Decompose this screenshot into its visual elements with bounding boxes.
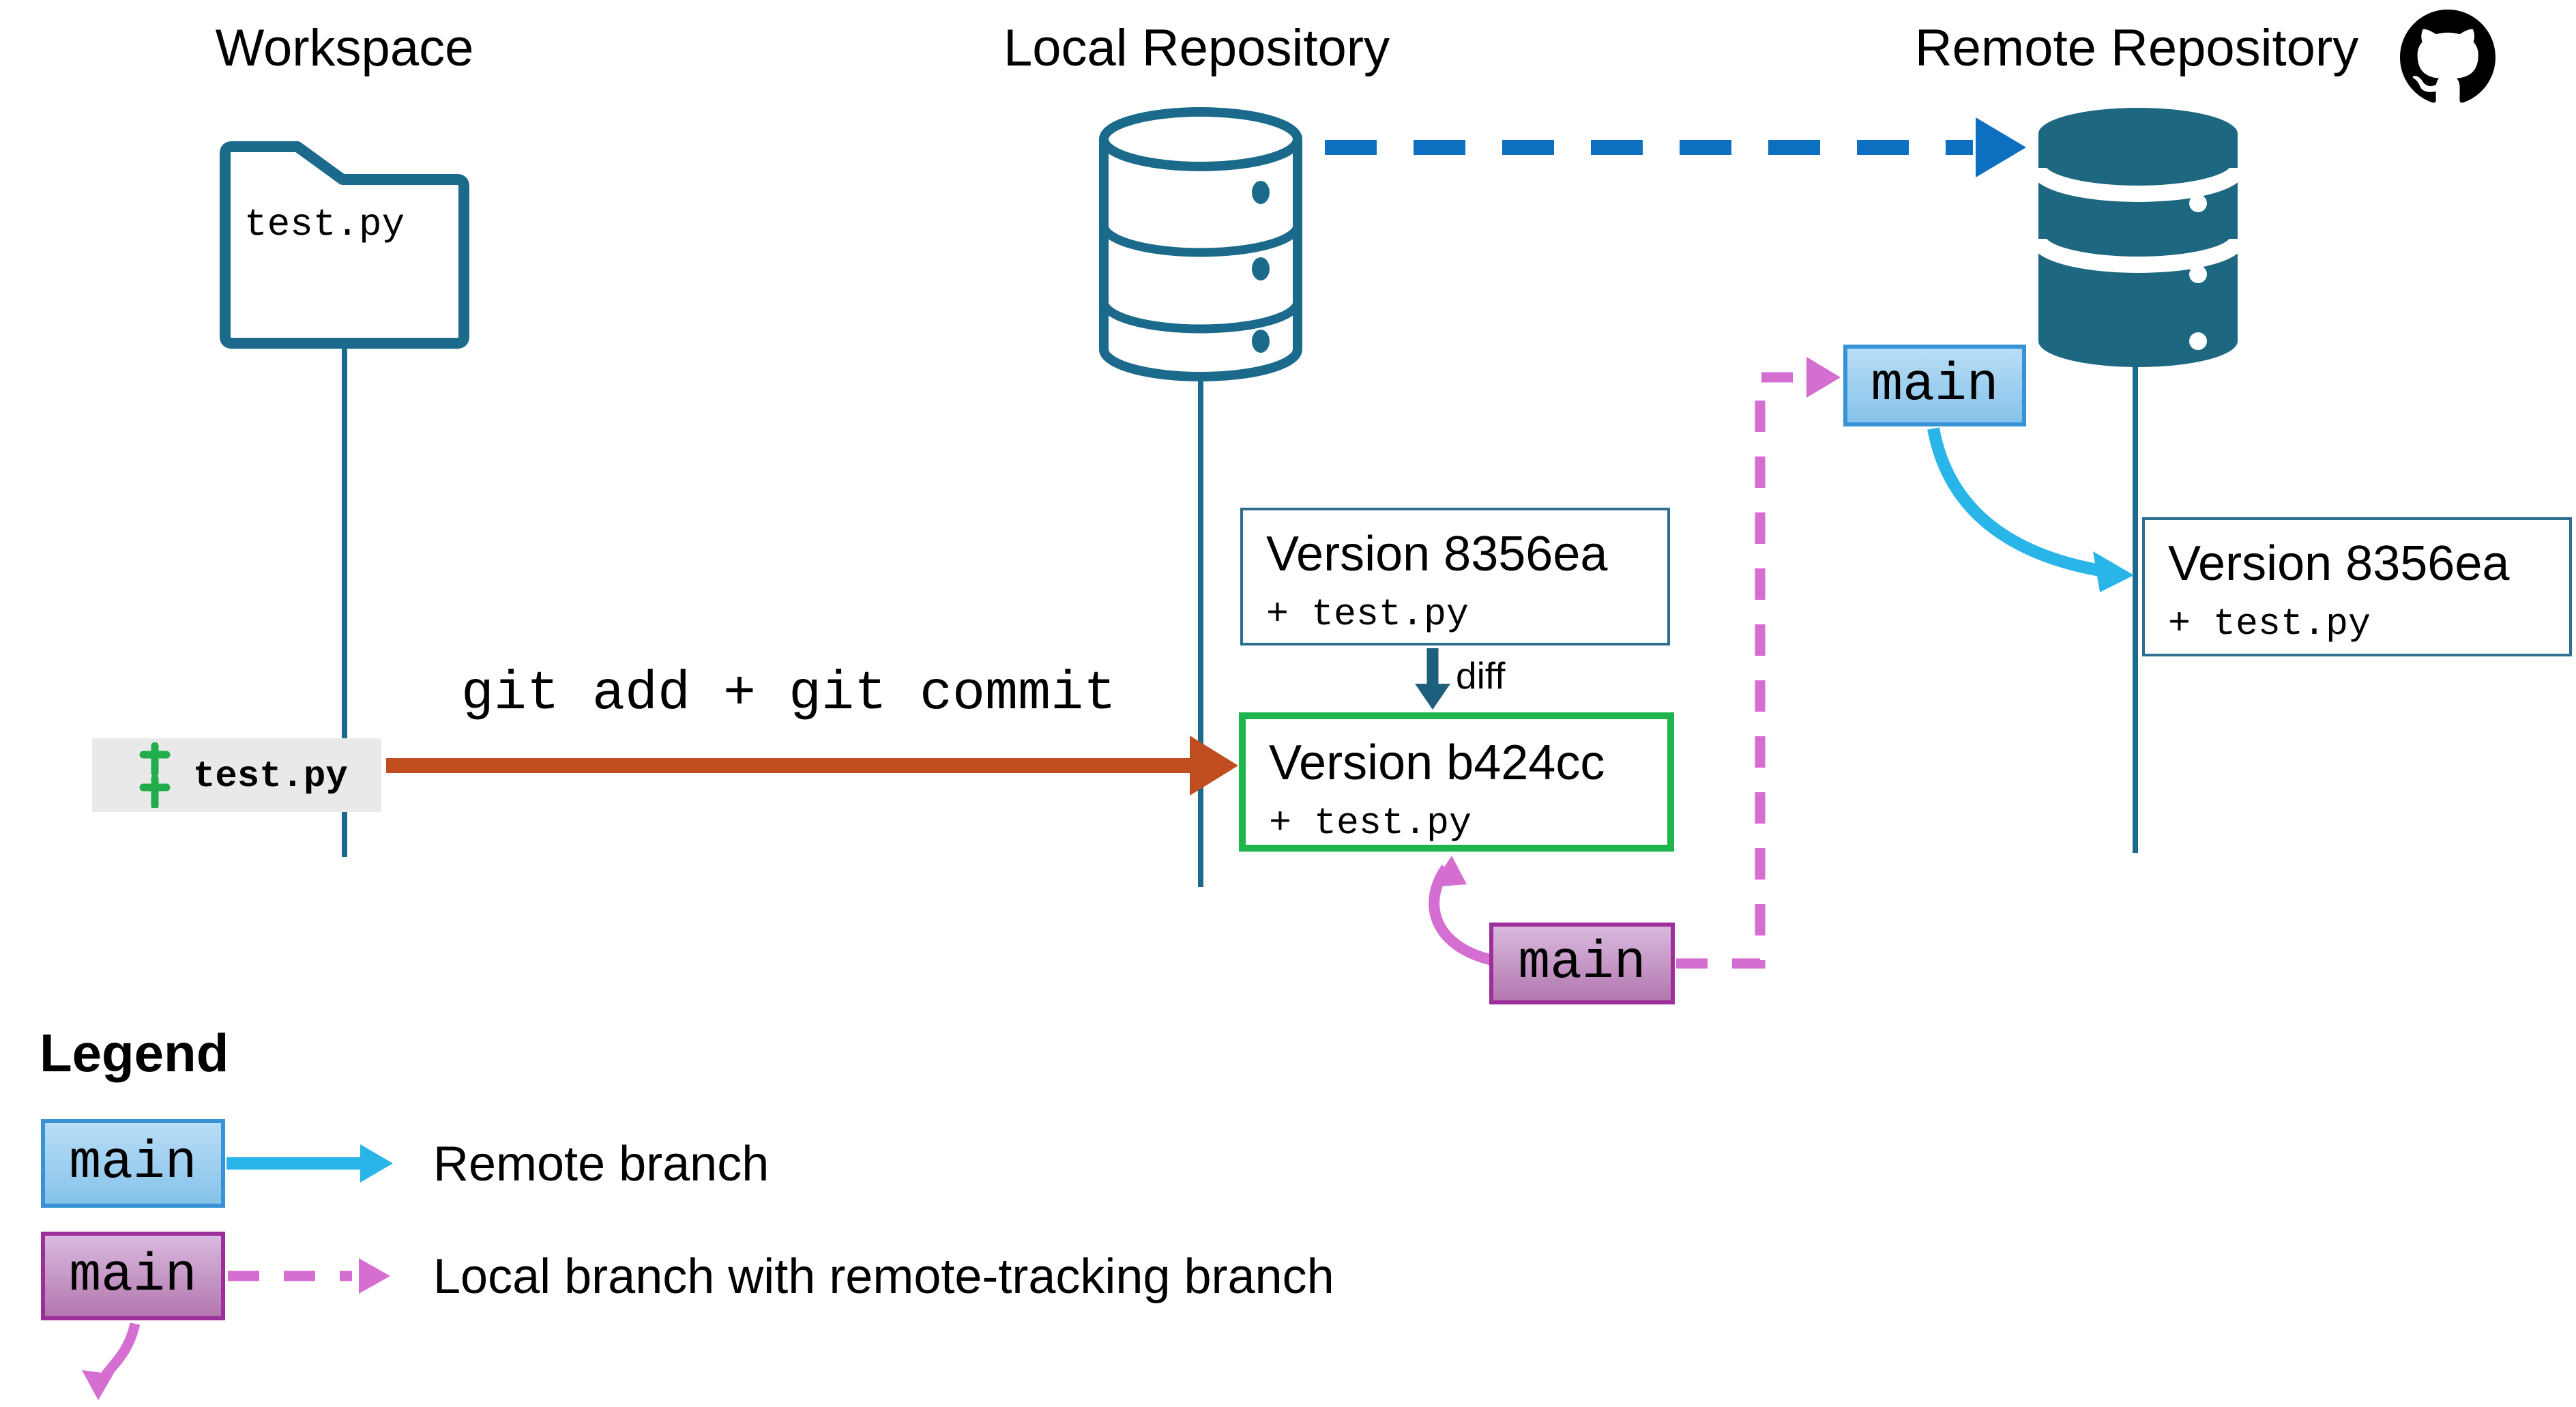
push-arrow [1325, 117, 2026, 177]
workspace-file-label: test.py [244, 203, 405, 246]
legend-local-branch-box: main [41, 1232, 225, 1320]
commit-arrow-label: git add + git commit [460, 663, 1117, 725]
staged-file-chip: test.py [92, 738, 381, 812]
local-branch-pointer-arrow [1429, 856, 1497, 966]
version-title: Version 8356ea [2168, 536, 2510, 591]
staged-file-label: test.py [193, 756, 348, 798]
git-added-lines-icon [139, 742, 171, 808]
tracking-connector [1676, 357, 1841, 969]
local-main-branch-box: main [1489, 923, 1675, 1004]
diff-arrow [1415, 648, 1450, 710]
local-repository-title: Local Repository [1003, 19, 1390, 77]
version-change: + test.py [1269, 802, 1472, 845]
diff-arrow-label: diff [1456, 654, 1506, 697]
version-change: + test.py [1266, 593, 1469, 636]
remote-main-branch-box: main [1843, 345, 2026, 426]
remote-version-box: Version 8356ea + test.py [2142, 517, 2572, 656]
legend-remote-branch-arrow [226, 1144, 393, 1183]
workspace-folder: test.py [214, 140, 475, 351]
database-cylinder-outline-icon [1099, 107, 1302, 381]
version-title: Version b424cc [1269, 736, 1605, 790]
legend-local-branch-description: Local branch with remote-tracking branch [433, 1249, 1334, 1304]
legend-tracking-arrow [228, 1258, 390, 1294]
local-previous-version-box: Version 8356ea + test.py [1240, 508, 1670, 646]
remote-branch-pointer-arrow [1927, 427, 2134, 592]
github-octocat-icon [2400, 10, 2496, 103]
legend-heading: Legend [40, 1023, 229, 1083]
database-cylinder-filled-icon [2036, 108, 2240, 367]
legend-remote-branch-box: main [41, 1119, 225, 1208]
version-title: Version 8356ea [1266, 527, 1608, 581]
folder-icon [220, 141, 469, 349]
legend-branch-pointer-arrow [82, 1322, 141, 1400]
commit-arrow [386, 736, 1238, 796]
legend-remote-branch-description: Remote branch [433, 1137, 770, 1191]
remote-repository-title: Remote Repository [1914, 19, 2359, 77]
workspace-title: Workspace [215, 19, 474, 77]
local-current-version-box: Version b424cc + test.py [1239, 712, 1674, 852]
version-change: + test.py [2168, 603, 2371, 646]
